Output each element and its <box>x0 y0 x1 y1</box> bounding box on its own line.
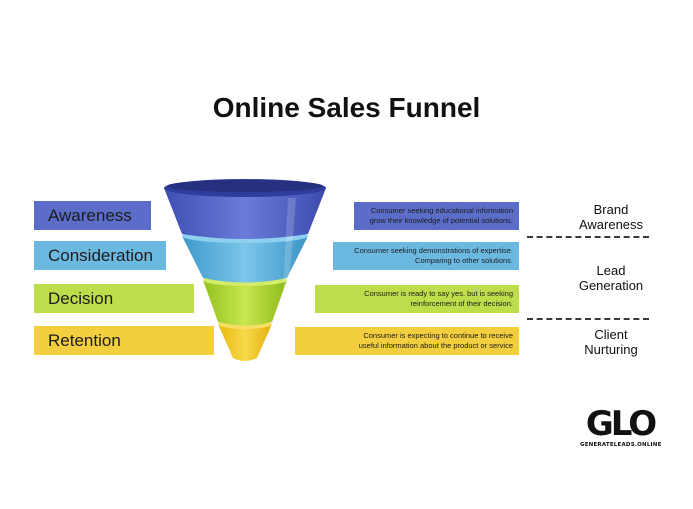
stage-label-decision: Decision <box>34 284 194 313</box>
logo-caption: GENERATELEADS.ONLINE <box>580 442 662 448</box>
description-line: Consumer seeking educational information <box>370 206 513 215</box>
description-line: Consumer seeking demonstrations of exper… <box>354 246 513 255</box>
description-line: Consumer is expecting to continue to rec… <box>363 331 513 340</box>
phase-client-nurturing: Client Nurturing <box>536 327 686 357</box>
stage-description-awareness: Consumer seeking educational information… <box>354 202 519 230</box>
description-line: reinforcement of their decision. <box>410 299 513 308</box>
phase-line: Brand <box>593 202 629 217</box>
description-line: Comparing to other solutions. <box>415 256 513 265</box>
phase-lead-generation: Lead Generation <box>536 263 686 293</box>
phase-divider <box>527 236 649 238</box>
phase-line: Client <box>594 327 628 342</box>
funnel-segment-awareness <box>164 179 326 239</box>
phase-brand-awareness: Brand Awareness <box>536 202 686 232</box>
stage-description-consideration: Consumer seeking demonstrations of exper… <box>333 242 519 270</box>
description-line: grow their knowledge of potential soluti… <box>369 216 513 225</box>
phase-line: Generation <box>578 278 644 293</box>
description-line: Consumer is ready to say yes. but is see… <box>364 289 513 298</box>
brand-logo: GLO GENERATELEADS.ONLINE <box>580 404 662 448</box>
stage-label-awareness: Awareness <box>34 201 151 230</box>
stage-label-consideration: Consideration <box>34 241 166 270</box>
funnel-graphic <box>164 179 326 361</box>
phase-line: Awareness <box>578 217 644 232</box>
description-line: useful information about the product or … <box>358 341 513 350</box>
diagram-title: Online Sales Funnel <box>212 92 481 123</box>
stage-label-retention: Retention <box>34 326 214 355</box>
phase-line: Nurturing <box>584 342 638 357</box>
phase-divider <box>527 318 649 320</box>
logo-mark: GLO <box>585 404 657 444</box>
stage-description-decision: Consumer is ready to say yes. but is see… <box>315 285 519 313</box>
phase-line: Lead <box>596 263 626 278</box>
stage-description-retention: Consumer is expecting to continue to rec… <box>295 327 519 355</box>
